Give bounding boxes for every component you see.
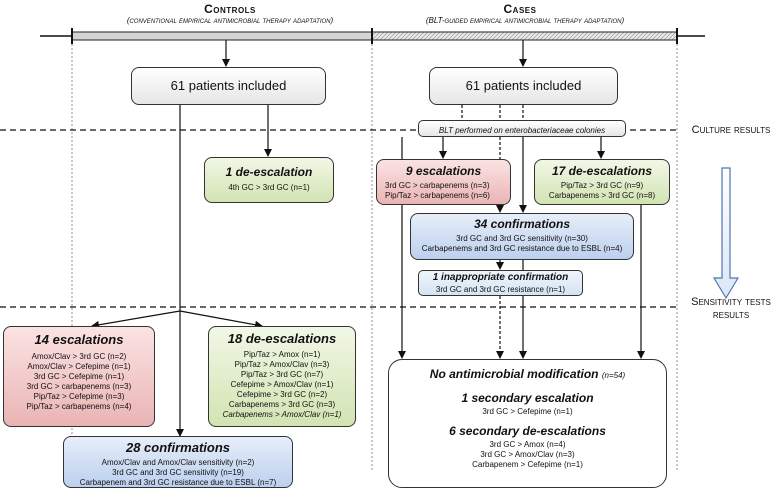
cases-timeline-bar	[371, 31, 678, 41]
no-modification-heading: No antimicrobial modification (n=54)	[389, 367, 666, 382]
list-item: Carbapenem and 3rd GC resistance due to …	[79, 478, 277, 488]
list-item: Pip/Taz > Amox (n=1)	[243, 350, 321, 360]
cases-confirmations-title: 34 confirmations	[473, 217, 571, 231]
list-item: 3rd GC and 3rd GC sensitivity (n=19)	[112, 468, 244, 478]
list-item: Pip/Taz > 3rd GC (n=9)	[560, 181, 644, 190]
list-item: 3rd GC and 3rd GC sensitivity (n=30)	[456, 234, 588, 243]
list-item: Cefepime > Amox/Clav (n=1)	[230, 380, 334, 390]
list-item: Carbapenems > 3rd GC (n=3)	[228, 400, 336, 410]
controls-deescalation-box: 1 de-escalation 4th GC > 3rd GC (n=1)	[204, 157, 334, 203]
list-item: Pip/Taz > Amox/Clav (n=3)	[234, 360, 330, 370]
controls-deescalation-title: 1 de-escalation	[225, 165, 313, 179]
list-item: Pip/Taz > Cefepime (n=3)	[33, 392, 125, 402]
controls-timeline-bar	[71, 31, 373, 41]
controls-included-label: 61 patients included	[170, 78, 287, 93]
list-item: Pip/Taz > carbapenems (n=4)	[26, 402, 132, 412]
controls-escalations-box: 14 escalations Amox/Clav > 3rd GC (n=2) …	[3, 326, 155, 427]
controls-included-box: 61 patients included	[131, 67, 326, 105]
timeline-arrow-icon	[712, 167, 740, 300]
cases-inappropriate-title: 1 inappropriate confirmation	[432, 272, 569, 283]
list-item: Carbapenems and 3rd GC resistance due to…	[421, 244, 623, 253]
controls-deescalation-line: 4th GC > 3rd GC (n=1)	[228, 183, 310, 192]
no-modification-box: No antimicrobial modification (n=54) 1 s…	[388, 359, 667, 488]
list-item: Pip/Taz > carbapenems (n=6)	[385, 191, 490, 200]
list-item: Carbapenem > Cefepime (n=1)	[472, 460, 583, 469]
cases-deescalations-box: 17 de-escalations Pip/Taz > 3rd GC (n=9)…	[534, 159, 670, 205]
list-item: 3rd GC > carbapenems (n=3)	[385, 181, 490, 190]
list-item: 3rd GC > carbapenems (n=3)	[26, 382, 132, 392]
controls-escalations-title: 14 escalations	[34, 332, 124, 347]
list-item: Cefepime > 3rd GC (n=2)	[236, 390, 328, 400]
list-item: 3rd GC > Cefepime (n=1)	[482, 407, 573, 416]
secondary-escalation-title: 1 secondary escalation	[461, 391, 594, 405]
list-item: Carbapenems > Amox/Clav (n=1)	[222, 410, 342, 420]
cases-escalations-box: 9 escalations 3rd GC > carbapenems (n=3)…	[376, 159, 511, 205]
cases-title: Cases	[503, 2, 537, 16]
list-item: Amox/Clav > 3rd GC (n=2)	[31, 352, 127, 362]
blt-label: BLT performed on enterobacteriaceae colo…	[438, 126, 606, 135]
cases-inappropriate-box: 1 inappropriate confirmation 3rd GC and …	[418, 270, 583, 296]
controls-confirmations-box: 28 confirmations Amox/Clav and Amox/Clav…	[63, 436, 293, 488]
list-item: Carbapenems > 3rd GC (n=8)	[548, 191, 656, 200]
cases-escalations-title: 9 escalations	[405, 164, 482, 178]
list-item: 3rd GC and 3rd GC resistance (n=1)	[435, 284, 566, 294]
controls-title: Controls	[204, 2, 256, 16]
culture-results-label: Culture results	[691, 124, 771, 136]
list-item: Pip/Taz > 3rd GC (n=7)	[240, 370, 324, 380]
sensitivity-label-line1: Sensitivity tests	[691, 296, 771, 308]
sensitivity-label-line2: results	[712, 309, 750, 322]
list-item: 3rd GC > Amox/Clav (n=3)	[480, 450, 575, 459]
sensitivity-results-label: Sensitivity tests results	[684, 296, 778, 322]
list-item: Amox/Clav and Amox/Clav sensitivity (n=2…	[101, 458, 255, 468]
controls-deescalations-box: 18 de-escalations Pip/Taz > Amox (n=1) P…	[208, 326, 356, 427]
secondary-deescalations-title: 6 secondary de-escalations	[449, 424, 606, 438]
controls-confirmations-title: 28 confirmations	[125, 440, 231, 455]
list-item: 3rd GC > Amox (n=4)	[489, 440, 566, 449]
no-modification-count: (n=54)	[601, 371, 626, 380]
cases-confirmations-box: 34 confirmations 3rd GC and 3rd GC sensi…	[410, 213, 634, 260]
cases-subtitle: (BLT-guided empirical antimicrobial ther…	[425, 16, 625, 25]
list-item: Amox/Clav > Cefepime (n=1)	[27, 362, 131, 372]
cases-included-box: 61 patients included	[429, 67, 618, 105]
cases-deescalations-title: 17 de-escalations	[551, 164, 653, 178]
list-item: 3rd GC > Cefepime (n=1)	[33, 372, 125, 382]
controls-subtitle: (conventional empirical antimicrobial th…	[126, 16, 334, 25]
blt-box: BLT performed on enterobacteriaceae colo…	[418, 120, 626, 137]
cases-included-label: 61 patients included	[465, 78, 582, 93]
no-modification-title: No antimicrobial modification	[429, 367, 599, 381]
controls-deescalations-title: 18 de-escalations	[227, 331, 337, 346]
